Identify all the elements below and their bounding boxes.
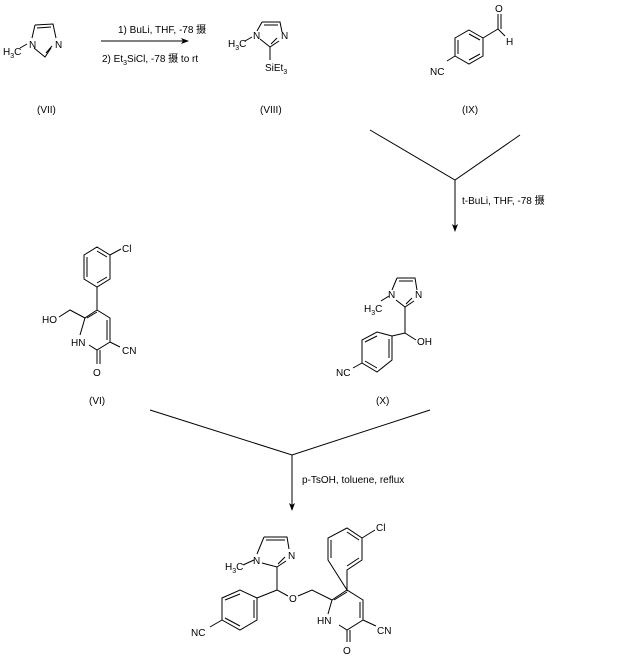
compound-label: (VIII) (260, 105, 282, 116)
final-product: N N H3C O Cl HN CN O NC (191, 523, 391, 657)
atom-n: N (288, 551, 295, 562)
atom-o: O (495, 4, 503, 15)
methyl-label: H3C (225, 562, 243, 575)
compound-X: N N H3C OH NC (X) (336, 277, 432, 407)
atom-n: N (253, 31, 260, 42)
hydroxyl-label: HO (42, 315, 57, 326)
reagent-line-2: 2) Et3SiCl, -78 摄 to rt (102, 52, 198, 67)
atom-cl: Cl (376, 523, 385, 534)
compound-VI: Cl HO HN CN O (VI) (42, 244, 136, 407)
ether-oxygen: O (289, 594, 297, 605)
atom-o: O (93, 368, 101, 379)
methyl-label: H3C (228, 39, 246, 52)
silyl-label: SiEt3 (265, 63, 287, 76)
nitrile-label: NC (430, 67, 444, 78)
nitrile-label: NC (191, 628, 205, 639)
compound-VII: N N H3C (VII) (3, 23, 62, 116)
atom-h: H (506, 37, 513, 48)
reagent-conditions: p-TsOH, toluene, reflux (302, 475, 404, 486)
atom-n: N (415, 290, 422, 301)
compound-label: (X) (376, 396, 389, 407)
atom-n: N (281, 31, 288, 42)
compound-VIII: N N H3C SiEt3 (VIII) (228, 21, 288, 116)
nitrile-label: CN (122, 346, 136, 357)
reagent-line-1: 1) BuLi, THF, -78 摄 (118, 23, 206, 36)
reaction-step-1: 1) BuLi, THF, -78 摄 2) Et3SiCl, -78 摄 to… (101, 23, 206, 67)
nitrile-label: CN (377, 626, 391, 637)
atom-nh: HN (71, 338, 85, 349)
compound-label: (VII) (37, 105, 56, 116)
atom-n: N (388, 290, 395, 301)
atom-n: N (253, 556, 260, 567)
nitrile-label: NC (336, 368, 350, 379)
atom-n: N (29, 40, 36, 51)
atom-o: O (343, 646, 351, 657)
reagent-conditions: t-BuLi, THF, -78 摄 (462, 194, 545, 207)
methyl-label: H3C (364, 304, 382, 317)
compound-label: (VI) (89, 396, 105, 407)
compound-label: (IX) (462, 105, 478, 116)
methyl-label: H3C (3, 47, 21, 60)
reaction-step-2: t-BuLi, THF, -78 摄 (369, 129, 545, 232)
atom-cl: Cl (122, 244, 131, 255)
compound-IX: O H NC (IX) (430, 4, 513, 116)
atom-nh: HN (317, 616, 331, 627)
hydroxyl-label: OH (417, 337, 432, 348)
atom-n: N (55, 40, 62, 51)
reaction-step-3: p-TsOH, toluene, reflux (149, 409, 431, 511)
